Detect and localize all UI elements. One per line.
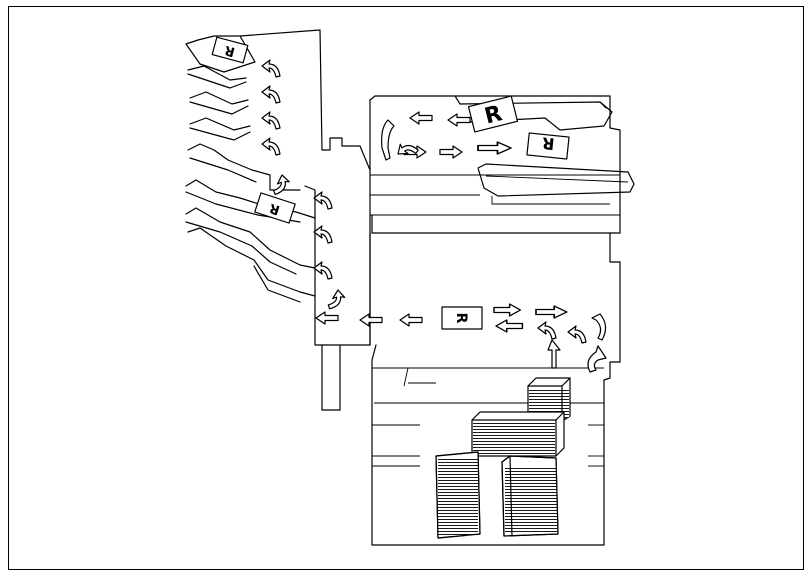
paper-stack-icon bbox=[435, 377, 571, 539]
finisher-unit: R R bbox=[185, 29, 371, 411]
paper-path-arrow-icon bbox=[315, 303, 568, 333]
document-glyph: R bbox=[223, 42, 237, 59]
curved-paper-path-arrow-icon bbox=[537, 313, 607, 373]
main-body bbox=[369, 232, 621, 546]
document-glyph: R bbox=[268, 200, 282, 217]
document-glyph: R bbox=[453, 313, 469, 324]
document-sheet-icon: R bbox=[441, 306, 483, 330]
curved-paper-path-arrow-icon bbox=[261, 59, 347, 310]
document-glyph: R bbox=[482, 101, 505, 129]
scanner-unit: R R bbox=[369, 95, 635, 234]
diagram-frame bbox=[8, 6, 804, 570]
document-glyph: R bbox=[541, 133, 555, 153]
